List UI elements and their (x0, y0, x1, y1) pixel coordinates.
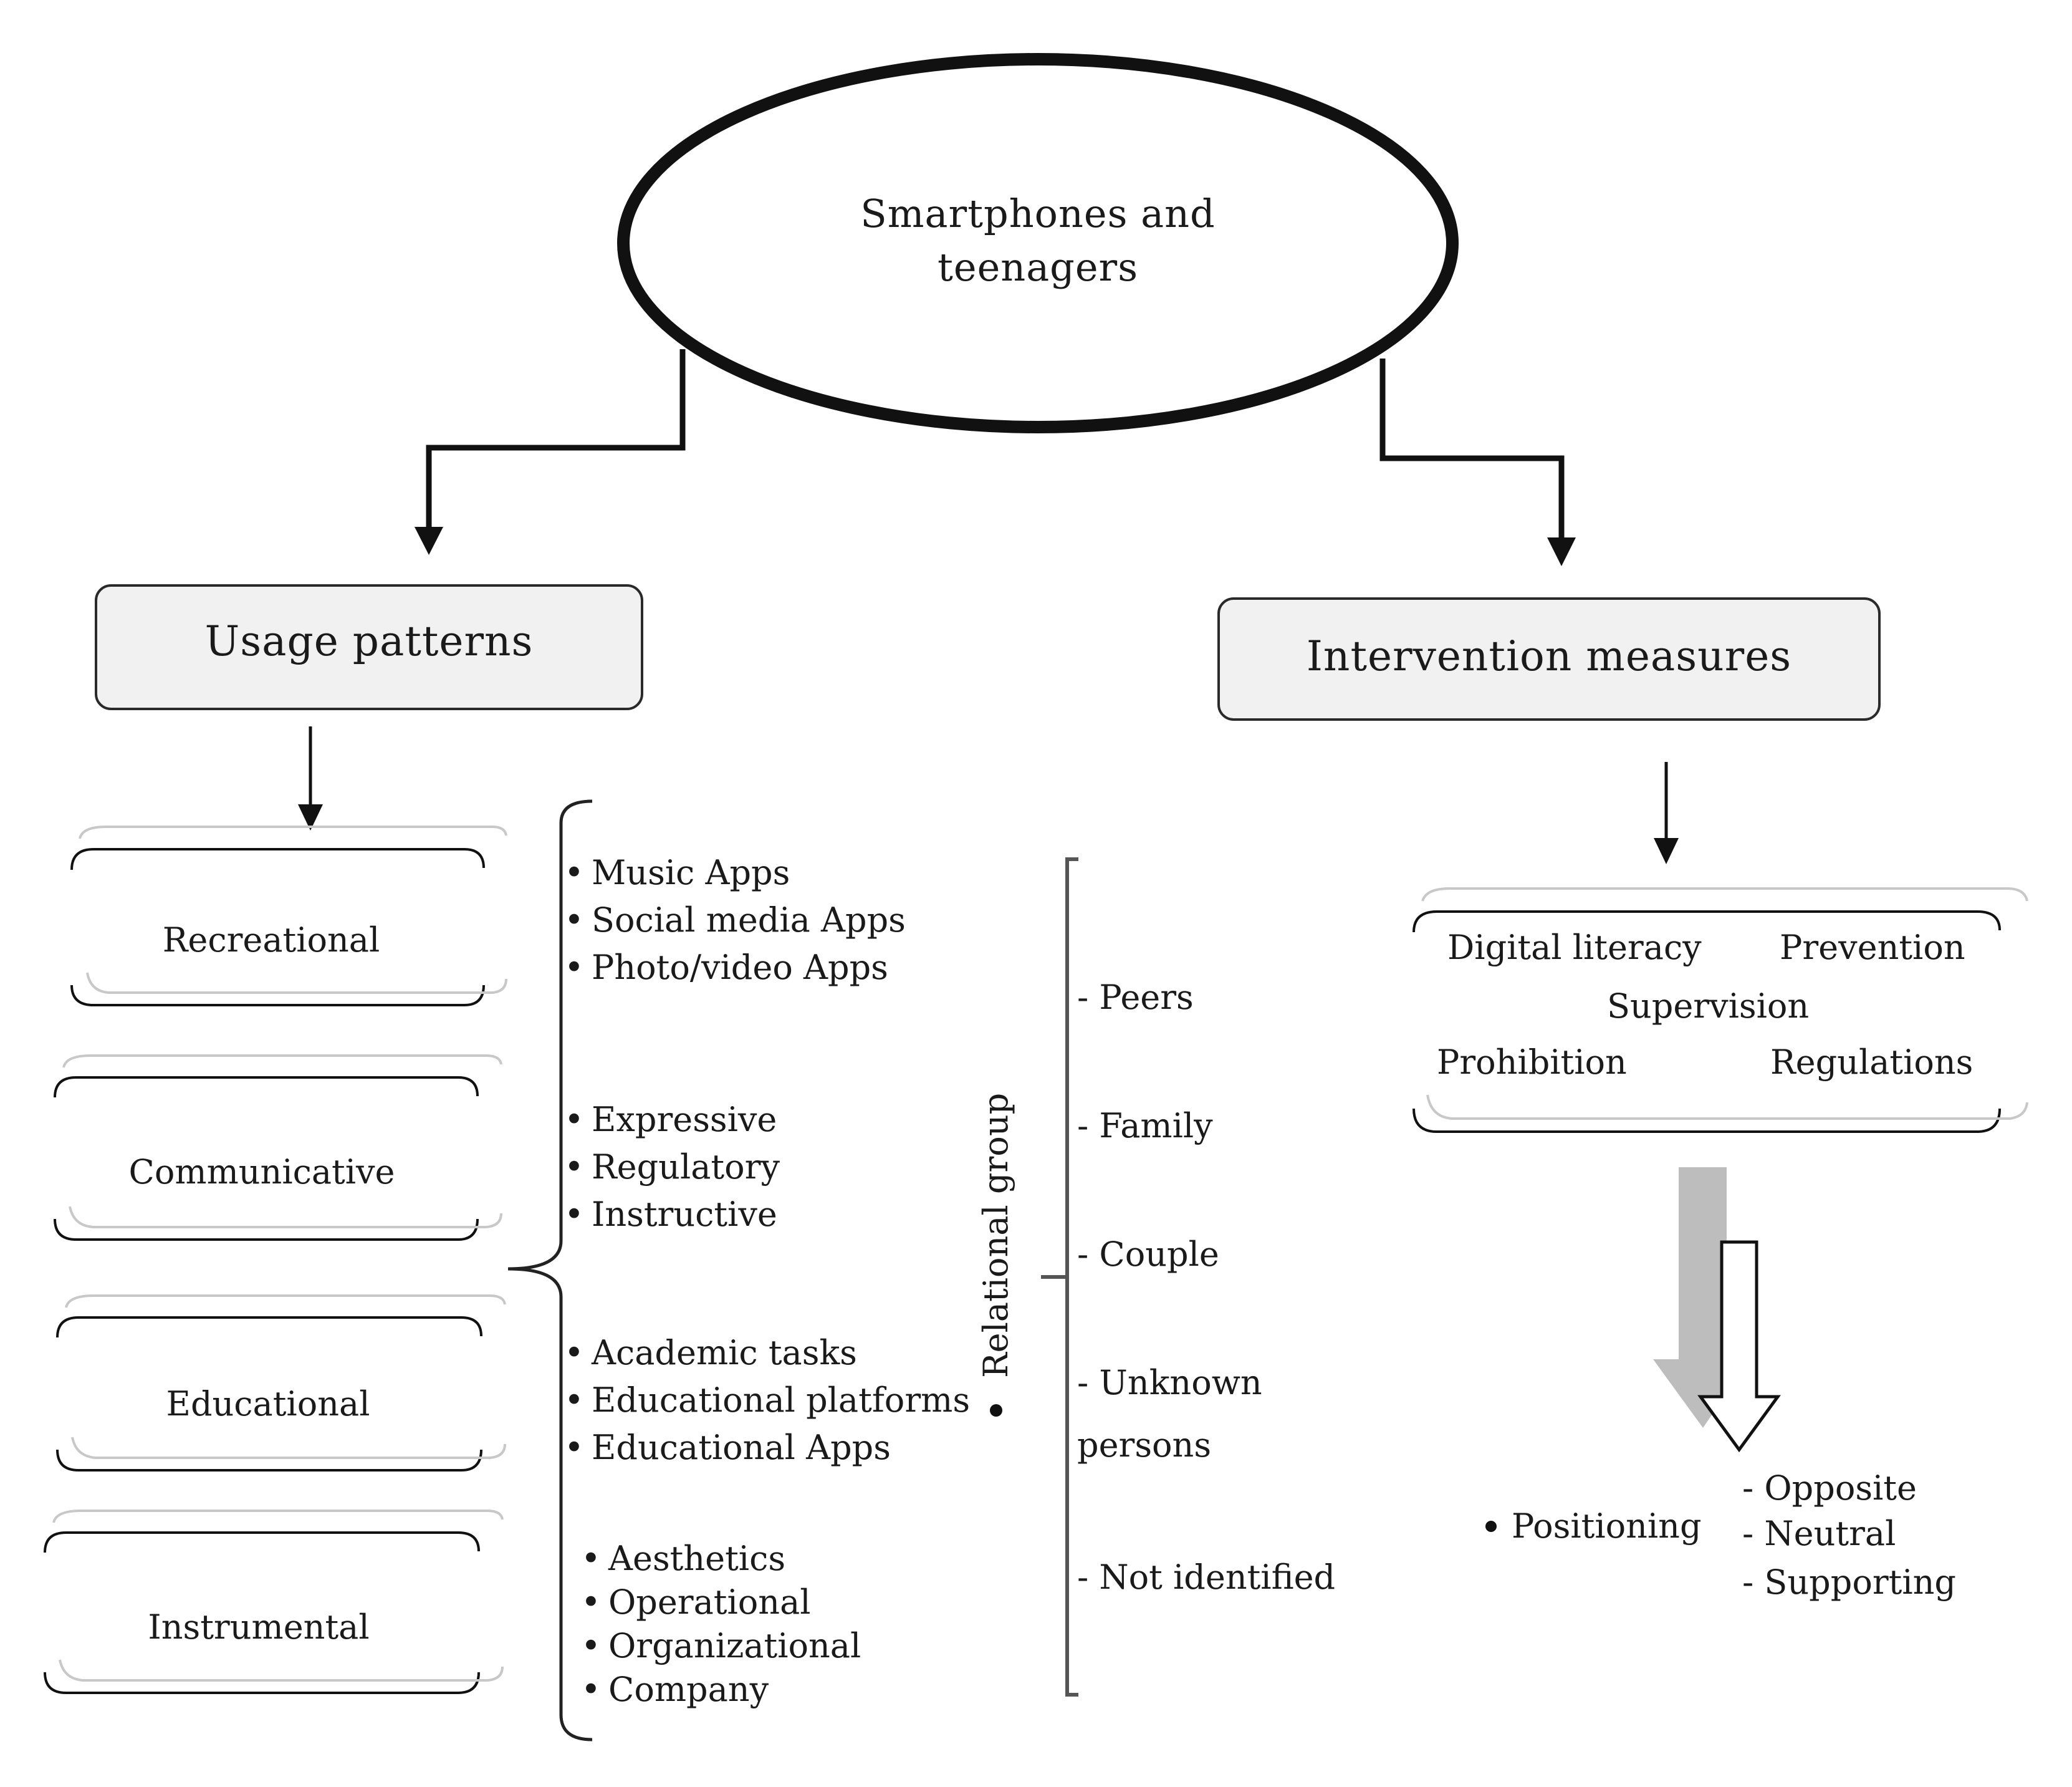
positioning-arrow (1653, 1167, 1781, 1453)
list-item: Photo/video Apps (564, 944, 906, 991)
list-item: Expressive (564, 1096, 780, 1144)
communicative-items: Expressive Regulatory Instructive (564, 1096, 780, 1238)
measure-supervision: Supervision (1607, 986, 1810, 1026)
recreational-items: Music Apps Social media Apps Photo/video… (564, 849, 906, 991)
list-item: Company (581, 1668, 861, 1712)
relational-group-label: Relational group (976, 1092, 1015, 1378)
root-title-line2: teenagers (937, 244, 1139, 290)
category-instrumental-label: Instrumental (148, 1607, 370, 1647)
list-item: Music Apps (564, 849, 906, 897)
list-item: Regulatory (564, 1144, 780, 1191)
relational-member-persons: persons (1077, 1425, 1212, 1465)
relational-member-not-identified: - Not identified (1077, 1558, 1336, 1597)
positioning-bullet (1485, 1521, 1497, 1532)
category-educational-label: Educational (166, 1384, 370, 1423)
root-title: Smartphones and teenagers (779, 187, 1297, 294)
intervention-measures-box: Intervention measures (1217, 597, 1881, 721)
root-to-usage-connector (415, 349, 686, 555)
relational-member-family: - Family (1077, 1106, 1213, 1145)
list-item: Academic tasks (564, 1329, 970, 1377)
relational-bullet (990, 1404, 1002, 1417)
measure-regulations: Regulations (1770, 1043, 1974, 1082)
list-item: Aesthetics (581, 1537, 861, 1581)
positioning-option-supporting: - Supporting (1742, 1563, 1956, 1602)
measures-shape (1413, 887, 2028, 1133)
measure-prohibition: Prohibition (1437, 1043, 1627, 1082)
list-item: Educational platforms (564, 1377, 970, 1424)
list-item: Instructive (564, 1191, 780, 1238)
intervention-down-arrow (1654, 762, 1679, 864)
measure-prevention: Prevention (1780, 928, 1965, 967)
category-communicative-label: Communicative (128, 1152, 395, 1192)
usage-items-brace (507, 799, 593, 1741)
positioning-label: Positioning (1512, 1506, 1702, 1546)
list-item: Social media Apps (564, 897, 906, 944)
intervention-measures-title: Intervention measures (1306, 632, 1792, 680)
category-shape-instrumental (44, 1510, 504, 1694)
list-item: Organizational (581, 1624, 861, 1668)
category-shape-educational (56, 1294, 506, 1472)
list-item: Operational (581, 1581, 861, 1624)
root-to-intervention-connector (1379, 359, 1576, 566)
instrumental-items: Aesthetics Operational Organizational Co… (581, 1537, 861, 1712)
relational-bracket (1041, 857, 1078, 1697)
positioning-option-neutral: - Neutral (1742, 1514, 1896, 1553)
root-ellipse (617, 53, 1459, 433)
relational-member-peers: - Peers (1077, 978, 1194, 1017)
usage-down-arrow (298, 726, 323, 831)
category-recreational-label: Recreational (162, 920, 380, 960)
educational-items: Academic tasks Educational platforms Edu… (564, 1329, 970, 1472)
category-shape-recreational (70, 826, 507, 1006)
usage-patterns-title: Usage patterns (204, 617, 534, 665)
usage-patterns-box: Usage patterns (95, 584, 643, 710)
category-shape-communicative (54, 1054, 502, 1241)
positioning-option-opposite: - Opposite (1742, 1468, 1917, 1508)
relational-member-unknown: - Unknown (1077, 1363, 1262, 1402)
relational-member-couple: - Couple (1077, 1235, 1219, 1274)
root-title-line1: Smartphones and (860, 191, 1216, 236)
measure-digital-literacy: Digital literacy (1447, 928, 1702, 967)
list-item: Educational Apps (564, 1424, 970, 1472)
